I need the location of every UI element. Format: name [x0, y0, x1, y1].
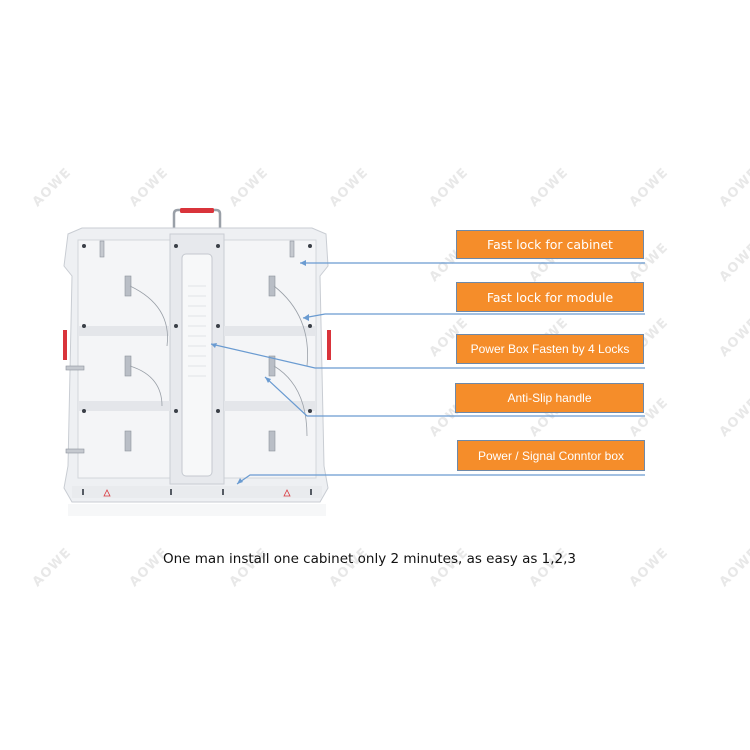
- watermark: AOWE: [29, 165, 75, 210]
- caption: One man install one cabinet only 2 minut…: [163, 551, 577, 567]
- watermark: AOWE: [626, 165, 672, 210]
- watermark: AOWE: [426, 165, 472, 210]
- watermark: AOWE: [716, 315, 750, 360]
- watermark: AOWE: [716, 545, 750, 590]
- callout-power-box-fasten: Power Box Fasten by 4 Locks: [456, 334, 644, 364]
- watermark: AOWE: [526, 165, 572, 210]
- callout-label: Fast lock for module: [486, 289, 614, 305]
- callout-power-signal-connector: Power / Signal Conntor box: [457, 440, 645, 471]
- callout-label: Power / Signal Conntor box: [477, 448, 625, 463]
- watermark: AOWE: [29, 545, 75, 590]
- watermark: AOWE: [226, 165, 272, 210]
- watermark: AOWE: [716, 395, 750, 440]
- callout-label: Fast lock for cabinet: [487, 237, 613, 252]
- callout-fast-lock-cabinet: Fast lock for cabinet: [456, 230, 644, 259]
- led-cabinet-image: [63, 208, 331, 516]
- callout-label: Anti-Slip handle: [507, 391, 592, 405]
- callout-anti-slip-handle: Anti-Slip handle: [455, 383, 644, 413]
- watermark: AOWE: [626, 545, 672, 590]
- callout-label: Power Box Fasten by 4 Locks: [470, 342, 630, 356]
- handle-icon: [172, 208, 222, 236]
- watermark: AOWE: [326, 165, 372, 210]
- watermark: AOWE: [716, 165, 750, 210]
- watermark: AOWE: [716, 240, 750, 285]
- watermark: AOWE: [126, 165, 172, 210]
- callout-fast-lock-module: Fast lock for module: [456, 282, 644, 312]
